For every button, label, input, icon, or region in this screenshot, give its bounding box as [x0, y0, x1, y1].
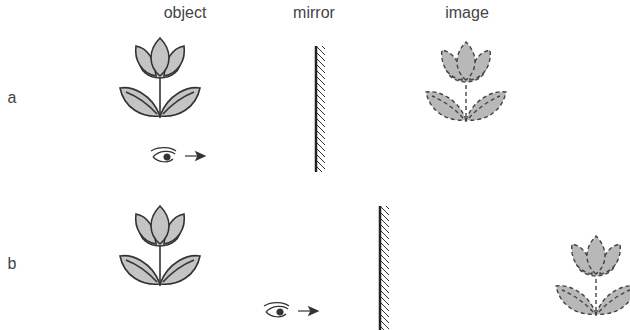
row-label: a: [8, 90, 17, 106]
object-flower: [120, 38, 200, 118]
mirror-line: [315, 46, 318, 172]
column-heading: mirror: [293, 5, 335, 21]
mirror-line: [379, 206, 382, 330]
column-heading: image: [445, 5, 489, 21]
mirror-hatching: [381, 206, 389, 330]
object-flower: [120, 206, 200, 286]
column-heading: object: [164, 5, 207, 21]
image-flower: [556, 236, 630, 316]
eye-symbol: [151, 148, 205, 162]
row-label: b: [8, 256, 17, 272]
eye-symbol: [264, 303, 318, 317]
image-flower: [426, 42, 506, 122]
mirror-hatching: [317, 46, 325, 172]
